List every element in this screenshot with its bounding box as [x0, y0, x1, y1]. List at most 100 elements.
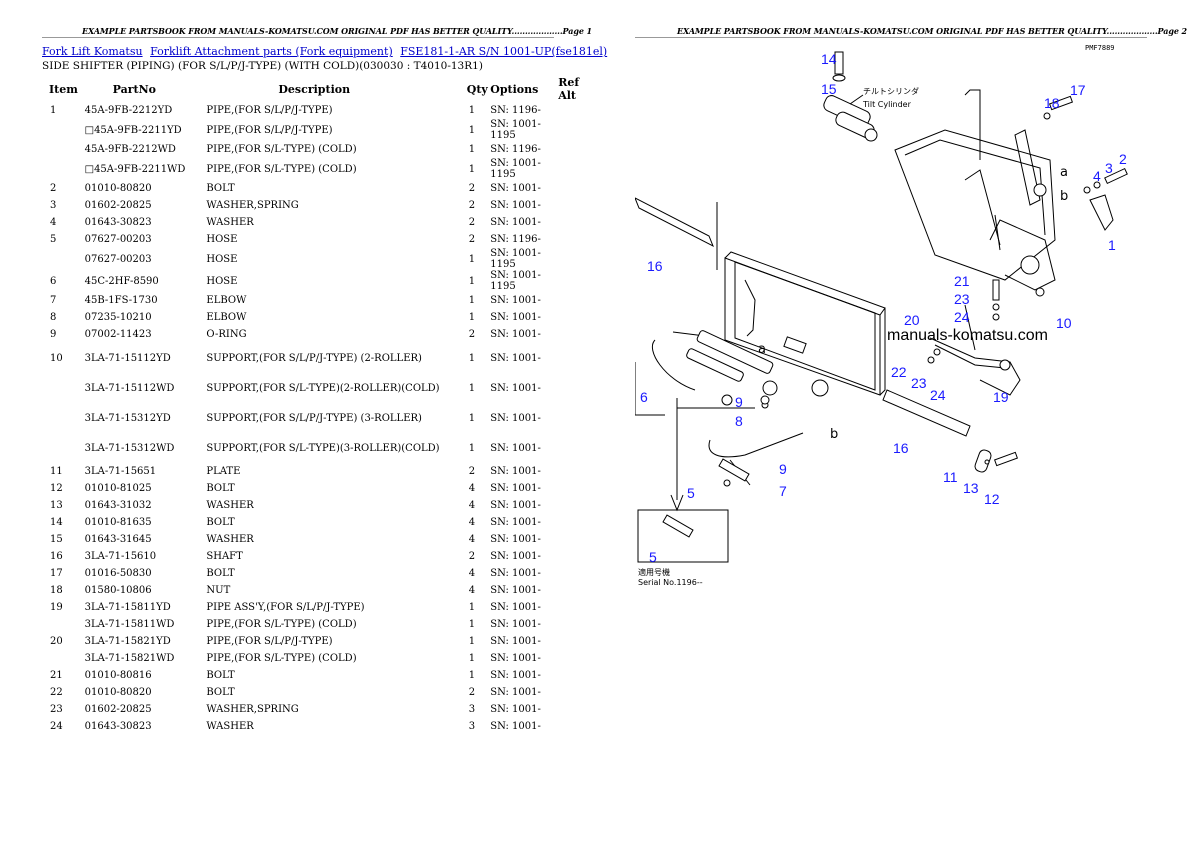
- row-ref-alt: [558, 270, 595, 292]
- row-options: SN: 1001-: [490, 721, 541, 732]
- row-partno: 01016-50830: [84, 568, 152, 579]
- row-partno: 3LA-71-15811YD: [84, 602, 171, 613]
- row-partno: 3LA-71-15811WD: [84, 619, 175, 630]
- row-item: 20: [50, 636, 63, 647]
- row-description: HOSE: [206, 234, 238, 245]
- row-partno: 45A-9FB-2212WD: [84, 144, 176, 155]
- row-description: BOLT: [206, 183, 235, 194]
- row-partno: 01010-80820: [84, 687, 152, 698]
- row-options: SN: 1001-: [490, 636, 541, 647]
- row-item: [42, 119, 85, 141]
- row-options: SN: 1001-: [490, 352, 541, 364]
- breadcrumb-link-model[interactable]: FSE181-1-AR S/N 1001-UP(fse181el): [400, 45, 608, 58]
- row-ref-alt: [558, 599, 595, 616]
- row-ref-alt: [558, 565, 595, 582]
- row-item: [42, 403, 85, 433]
- row-partno: 3LA-71-15312YD: [84, 412, 171, 424]
- callout-13: 13: [963, 480, 979, 496]
- row-description: PIPE,(FOR S/L/P/J-TYPE): [206, 105, 333, 116]
- row-options: SN: 1001-1195: [490, 158, 541, 180]
- row-ref-alt: [558, 309, 595, 326]
- row-qty: 1: [468, 412, 476, 424]
- row-ref-alt: [558, 403, 595, 433]
- row-options: SN: 1001-: [490, 619, 541, 630]
- row-options: SN: 1196-: [490, 105, 541, 116]
- row-qty: 2: [468, 551, 476, 562]
- row-qty: 4: [468, 534, 476, 545]
- row-item: 12: [50, 483, 63, 494]
- row-options: SN: 1001-: [490, 200, 541, 211]
- row-description: BOLT: [206, 568, 235, 579]
- row-description: PIPE,(FOR S/L/P/J-TYPE): [206, 124, 333, 136]
- row-qty: 1: [468, 653, 476, 664]
- row-partno: 07002-11423: [84, 329, 152, 340]
- row-description: ELBOW: [206, 312, 247, 323]
- pipe-assembly: [929, 287, 1045, 396]
- row-item: 17: [50, 568, 63, 579]
- row-ref-alt: [558, 616, 595, 633]
- callout-14: 14: [821, 51, 837, 67]
- row-options: SN: 1001-: [490, 466, 541, 477]
- row-qty: 3: [468, 721, 476, 732]
- row-description: PIPE,(FOR S/L-TYPE) (COLD): [206, 653, 357, 664]
- row-qty: 4: [468, 517, 476, 528]
- row-item: 6: [50, 275, 57, 287]
- row-qty: 4: [468, 500, 476, 511]
- row-item: 19: [50, 602, 63, 613]
- row-ref-alt: [558, 292, 595, 309]
- row-qty: 2: [468, 217, 476, 228]
- breadcrumb-link-category[interactable]: Forklift Attachment parts (Fork equipmen…: [150, 45, 393, 58]
- header-divider: [635, 37, 1147, 38]
- row-description: BOLT: [206, 670, 235, 681]
- reference-label-a-lower: a: [758, 342, 766, 357]
- row-partno: 3LA-71-15112YD: [84, 352, 171, 364]
- callout-labels: 14 15 18 17 2 3 4 a b 1 16 21 23 20 24 1…: [640, 51, 1127, 565]
- row-options: SN: 1001-: [490, 670, 541, 681]
- row-description: SHAFT: [206, 551, 243, 562]
- row-options: SN: 1001-: [490, 295, 541, 306]
- callout-1: 1: [1108, 237, 1116, 253]
- watermark: manuals-komatsu.com: [887, 327, 1048, 344]
- callout-5: 5: [687, 485, 695, 501]
- row-options: SN: 1196-: [490, 234, 541, 245]
- row-qty: 1: [468, 312, 476, 323]
- column-header-description: Description: [278, 82, 351, 96]
- row-ref-alt: [558, 180, 595, 197]
- row-ref-alt: [558, 231, 595, 248]
- row-partno: 01643-31645: [84, 534, 152, 545]
- row-partno: □45A-9FB-2211YD: [84, 124, 182, 136]
- row-partno: 01010-81635: [84, 517, 152, 528]
- row-qty: 2: [468, 200, 476, 211]
- page-title: SIDE SHIFTER (PIPING) (FOR S/L/P/J-TYPE)…: [42, 60, 483, 72]
- row-partno: 45C-2HF-8590: [84, 275, 159, 287]
- row-qty: 1: [468, 295, 476, 306]
- callout-9: 9: [735, 394, 743, 410]
- row-ref-alt: [558, 433, 595, 463]
- column-header-item: Item: [49, 82, 78, 96]
- row-description: HOSE: [206, 253, 238, 265]
- row-item: 10: [50, 352, 63, 364]
- callout-19: 19: [993, 389, 1009, 405]
- row-description: WASHER,SPRING: [206, 200, 299, 211]
- row-partno: □45A-9FB-2211WD: [84, 163, 186, 175]
- row-qty: 2: [468, 329, 476, 340]
- callout-17: 17: [1070, 82, 1086, 98]
- callout-16: 16: [647, 258, 663, 274]
- page-1: EXAMPLE PARTSBOOK FROM MANUALS-KOMATSU.C…: [42, 26, 607, 732]
- row-partno: 07235-10210: [84, 312, 152, 323]
- row-description: PIPE,(FOR S/L-TYPE) (COLD): [206, 163, 357, 175]
- row-description: PLATE: [206, 466, 241, 477]
- breadcrumb-link-brand[interactable]: Fork Lift Komatsu: [42, 45, 143, 58]
- row-options: SN: 1001-: [490, 534, 541, 545]
- row-item: 22: [50, 687, 63, 698]
- row-ref-alt: [558, 214, 595, 231]
- row-ref-alt: [558, 102, 595, 119]
